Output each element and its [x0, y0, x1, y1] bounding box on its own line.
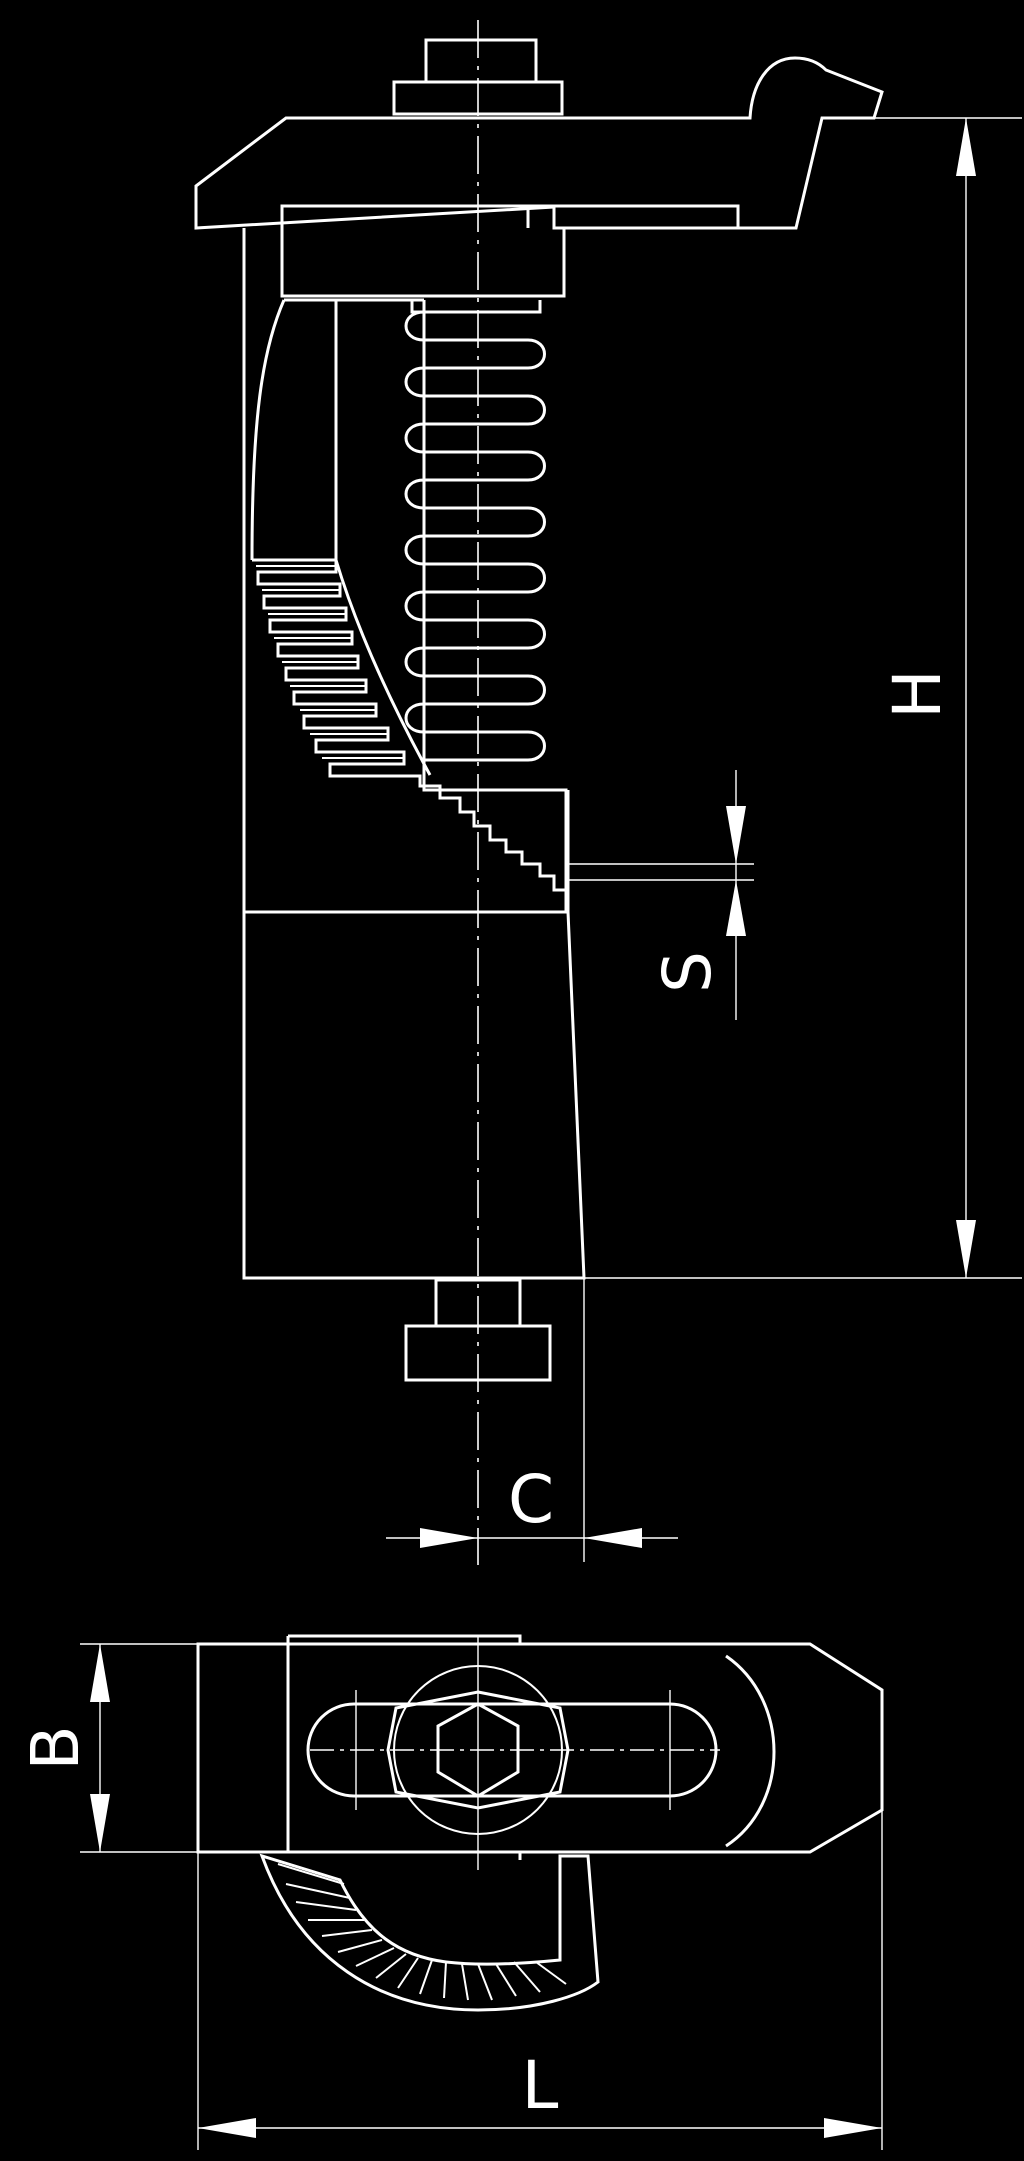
- spring-cover: [410, 300, 542, 314]
- spring-coil: [404, 310, 546, 762]
- dimension-c: C: [386, 1278, 678, 1562]
- dimension-b-label: B: [17, 1725, 94, 1770]
- plan-outline: [196, 1642, 884, 1854]
- dimension-s-label: S: [649, 951, 726, 993]
- dimension-l-label: L: [522, 2047, 559, 2124]
- fan-teeth: [277, 1863, 567, 2001]
- clamp-arm-slot: [280, 204, 740, 228]
- side-view: [194, 20, 884, 1565]
- plan-cross-marks: [310, 1636, 720, 1870]
- body-block: [242, 228, 586, 1280]
- dimension-l: L: [197, 1810, 883, 2150]
- plan-inner-plate: [286, 1634, 522, 1860]
- dimension-b: B: [17, 1643, 198, 1853]
- dimension-h-label: H: [879, 669, 956, 719]
- dimension-h: H: [584, 117, 1022, 1279]
- dimension-c-label: C: [508, 1461, 554, 1538]
- serration-teeth: [252, 558, 568, 912]
- serrated-fan: [259, 1853, 600, 2012]
- plan-arc: [725, 1654, 776, 1848]
- serration-lines: [256, 565, 404, 759]
- plan-view: [196, 1634, 884, 2012]
- dimension-s: S: [568, 770, 754, 1020]
- clamp-arm: [194, 56, 884, 230]
